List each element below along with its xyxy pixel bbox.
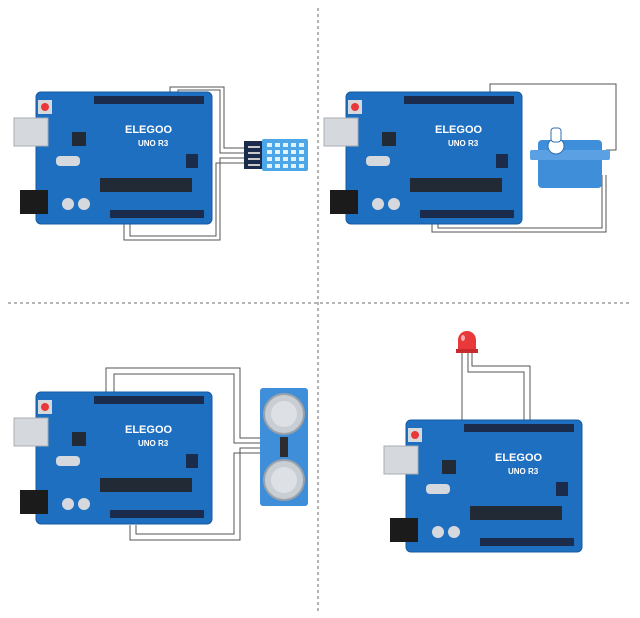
- mcu-chip: [100, 478, 192, 492]
- power-jack: [20, 190, 48, 214]
- board-brand: ELEGOO: [495, 452, 543, 464]
- uno-board-3: ELEGOO UNO R3: [13, 391, 213, 525]
- ultrasonic-wires: [105, 367, 262, 541]
- red-led-icon: [456, 331, 478, 353]
- led-wires: [461, 352, 531, 420]
- capacitor: [78, 498, 90, 510]
- board-model: UNO R3: [138, 139, 169, 148]
- panel-dht-sensor: ELEGOO UNO R3: [13, 86, 308, 241]
- power-jack: [330, 190, 358, 214]
- board-model: UNO R3: [138, 439, 169, 448]
- usb-port: [13, 417, 49, 447]
- board-brand: ELEGOO: [435, 124, 483, 136]
- bottom-header: [110, 510, 204, 518]
- capacitor: [62, 198, 74, 210]
- icsp-header: [186, 154, 198, 168]
- capacitor: [388, 198, 400, 210]
- ultrasonic-sensor-icon: [260, 388, 308, 506]
- dht-wires: [123, 86, 248, 241]
- mcu-chip: [100, 178, 192, 192]
- icsp-header: [556, 482, 568, 496]
- board-brand: ELEGOO: [125, 424, 173, 436]
- panel-servo: ELEGOO UNO R3: [323, 83, 617, 233]
- bottom-header: [480, 538, 574, 546]
- bottom-header: [110, 210, 204, 218]
- top-header: [404, 96, 514, 104]
- capacitor: [78, 198, 90, 210]
- crystal: [56, 456, 80, 466]
- usb-port: [383, 445, 419, 475]
- capacitor: [62, 498, 74, 510]
- uno-board-1: ELEGOO UNO R3: [13, 91, 213, 225]
- temperature-humidity-sensor-icon: [244, 139, 308, 171]
- icsp-header: [186, 454, 198, 468]
- board-model: UNO R3: [508, 467, 539, 476]
- capacitor: [432, 526, 444, 538]
- panel-led: ELEGOO UNO R3: [383, 331, 583, 553]
- servo-motor-icon: [530, 127, 610, 188]
- top-header: [94, 96, 204, 104]
- uno-board-4: ELEGOO UNO R3: [383, 419, 583, 553]
- crystal: [366, 156, 390, 166]
- power-jack: [20, 490, 48, 514]
- top-header: [464, 424, 574, 432]
- bottom-header: [420, 210, 514, 218]
- crystal: [426, 484, 450, 494]
- panel-ultrasonic: ELEGOO UNO R3: [13, 367, 308, 541]
- usb-port: [323, 117, 359, 147]
- board-brand: ELEGOO: [125, 124, 173, 136]
- power-jack: [390, 518, 418, 542]
- board-model: UNO R3: [448, 139, 479, 148]
- uno-board-2: ELEGOO UNO R3: [323, 91, 523, 225]
- usb-port: [13, 117, 49, 147]
- mcu-chip: [470, 506, 562, 520]
- capacitor: [372, 198, 384, 210]
- capacitor: [448, 526, 460, 538]
- mcu-chip: [410, 178, 502, 192]
- crystal: [56, 156, 80, 166]
- top-header: [94, 396, 204, 404]
- icsp-header: [496, 154, 508, 168]
